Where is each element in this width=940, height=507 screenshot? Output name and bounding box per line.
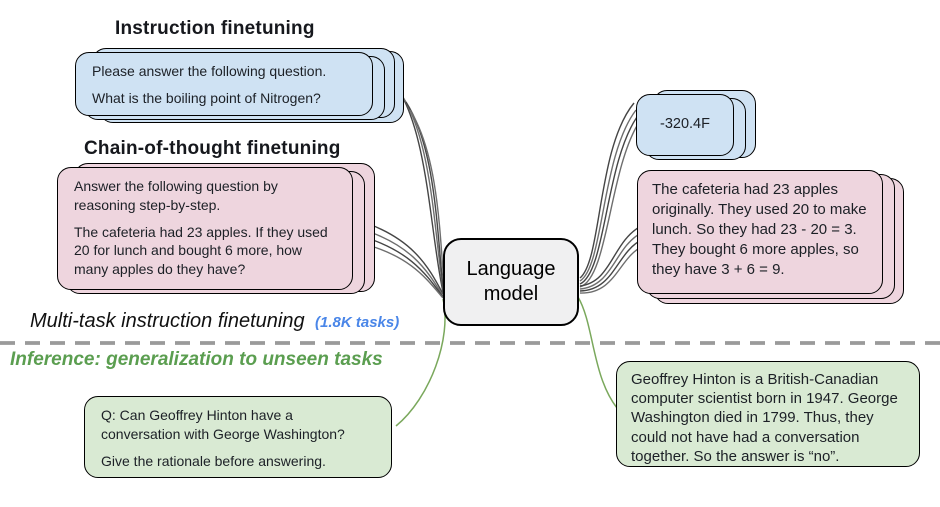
direct-answer-stack: -320.4F (636, 90, 756, 160)
connector-path (400, 93, 445, 295)
inference-answer-card-wrap: Geoffrey Hinton is a British-Canadian co… (616, 361, 920, 467)
connector-path (579, 102, 635, 279)
connector-path (409, 109, 446, 298)
connector-path (395, 85, 444, 293)
cot-prompt-card: Answer the following question by reasoni… (57, 167, 353, 290)
heading-instruction-finetuning: Instruction finetuning (115, 18, 315, 39)
inference-generalization-label: Inference: generalization to unseen task… (10, 349, 383, 370)
prompt-text: Please answer the following question. (92, 63, 327, 79)
prompt-text: Q: Can Geoffrey Hinton have a conversati… (101, 407, 345, 442)
direct-answer-card: -320.4F (636, 94, 734, 156)
connector-path (405, 101, 445, 296)
connector-path (579, 123, 639, 288)
answer-text: Geoffrey Hinton is a British-Canadian co… (631, 371, 898, 465)
prompt-text: What is the boiling point of Nitrogen? (92, 89, 321, 106)
connector-path (579, 246, 642, 294)
inference-prompt-card: Q: Can Geoffrey Hinton have a conversati… (84, 396, 392, 478)
inference-prompt-card-wrap: Q: Can Geoffrey Hinton have a conversati… (84, 396, 392, 478)
connector-path (579, 225, 642, 287)
language-model-box: Language model (443, 238, 579, 326)
heading-cot-finetuning: Chain-of-thought finetuning (84, 138, 341, 159)
inference-answer-card: Geoffrey Hinton is a British-Canadian co… (616, 361, 920, 467)
connector-path (579, 109, 637, 282)
instruction-prompt-stack: Please answer the following question. Wh… (75, 48, 404, 123)
connector-path (395, 298, 446, 427)
multitask-finetuning-label: Multi-task instruction finetuning (30, 310, 305, 332)
instruction-prompt-card: Please answer the following question. Wh… (75, 52, 373, 116)
connector-path (579, 116, 638, 285)
connector-path (577, 296, 618, 409)
cot-answer-card: The cafeteria had 23 apples originally. … (637, 170, 883, 294)
prompt-text: The cafeteria had 23 apples. If they use… (74, 223, 328, 278)
prompt-text: Give the rationale before answering. (101, 452, 326, 469)
cot-answer-stack: The cafeteria had 23 apples originally. … (637, 170, 904, 304)
task-count-badge: (1.8K tasks) (315, 314, 400, 331)
answer-text: The cafeteria had 23 apples originally. … (652, 181, 867, 278)
cot-prompt-stack: Answer the following question by reasoni… (57, 163, 375, 294)
answer-text: -320.4F (660, 116, 710, 133)
finetune-output-connectors (579, 102, 642, 294)
connector-path (579, 232, 642, 290)
multitask-caption: Multi-task instruction finetuning (1.8K … (30, 310, 399, 333)
language-model-label: Language model (466, 258, 556, 305)
prompt-text: Answer the following question by reasoni… (74, 178, 278, 213)
connector-path (579, 239, 642, 292)
